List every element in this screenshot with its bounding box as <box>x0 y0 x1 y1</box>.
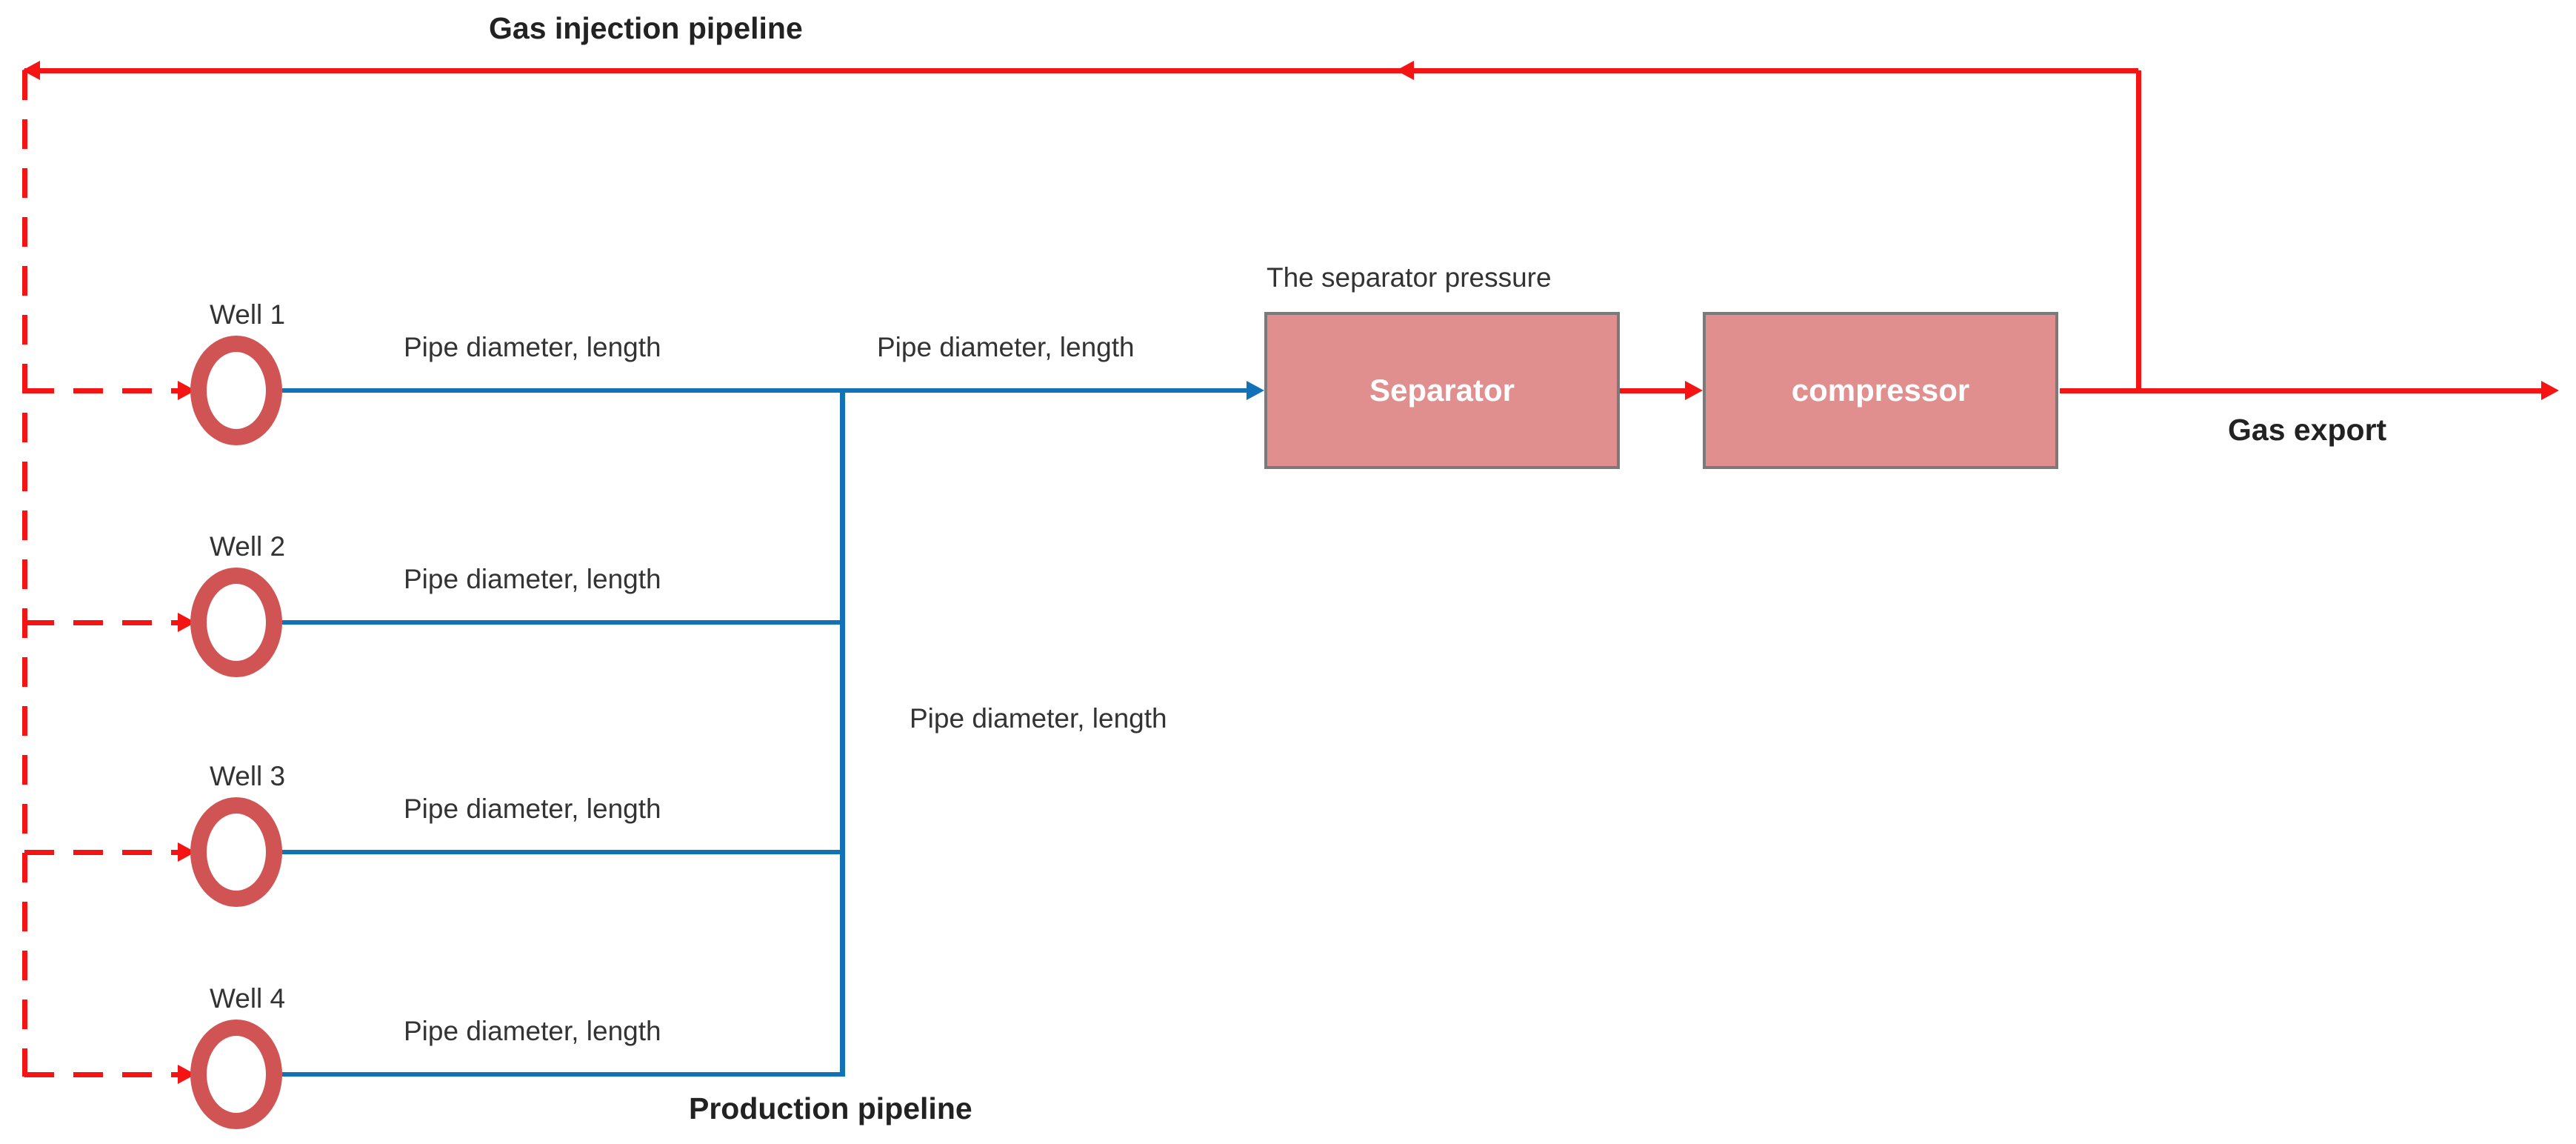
separator-box: Separator <box>1264 312 1620 469</box>
well-2-label: Well 2 <box>210 531 286 562</box>
pipe-label-separator-inlet: Pipe diameter, length <box>877 332 1135 362</box>
arrowhead-gas-export-icon <box>2541 381 2559 400</box>
flowline-well-4 <box>282 1072 844 1077</box>
gas-injection-top-line <box>24 68 2138 73</box>
separator-to-compressor-line <box>1618 388 1686 393</box>
gas-injection-left-dashed-line <box>22 70 27 1077</box>
gas-export-label: Gas export <box>2228 413 2387 447</box>
pipe-label-production-header: Pipe diameter, length <box>910 703 1167 734</box>
well-1-label: Well 1 <box>210 299 286 330</box>
well-4-label: Well 4 <box>210 983 286 1014</box>
pipe-label-well-2: Pipe diameter, length <box>404 564 661 594</box>
injection-branch-well-3 <box>24 850 178 855</box>
injection-branch-well-2 <box>24 620 178 625</box>
production-header-line <box>840 388 845 1077</box>
compressor-box: compressor <box>1703 312 2058 469</box>
arrowhead-top-mid-icon <box>1396 61 1414 80</box>
compressor-label: compressor <box>1791 373 1970 408</box>
well-3-symbol-icon <box>190 797 282 907</box>
separator-label: Separator <box>1369 373 1515 408</box>
well-3-label: Well 3 <box>210 761 286 791</box>
arrowhead-compressor-inlet-icon <box>1685 381 1703 400</box>
flowline-well-3 <box>282 850 844 854</box>
gas-injection-pipeline-title: Gas injection pipeline <box>489 11 803 45</box>
flowline-well-1 <box>282 388 1247 393</box>
well-4-symbol-icon <box>190 1020 282 1129</box>
well-1-symbol-icon <box>190 336 282 445</box>
separator-pressure-label: The separator pressure <box>1267 262 1552 293</box>
production-pipeline-title: Production pipeline <box>689 1091 972 1125</box>
flowline-well-2 <box>282 620 844 625</box>
arrowhead-separator-inlet-icon <box>1247 381 1264 400</box>
gas-injection-riser-line <box>2136 70 2141 393</box>
pipe-label-well-3: Pipe diameter, length <box>404 794 661 824</box>
pipe-label-well-4: Pipe diameter, length <box>404 1016 661 1046</box>
injection-branch-well-1 <box>24 388 178 393</box>
well-2-symbol-icon <box>190 568 282 677</box>
injection-branch-well-4 <box>24 1072 178 1077</box>
pipe-label-well-1: Pipe diameter, length <box>404 332 661 362</box>
gas-export-line <box>2060 388 2543 393</box>
